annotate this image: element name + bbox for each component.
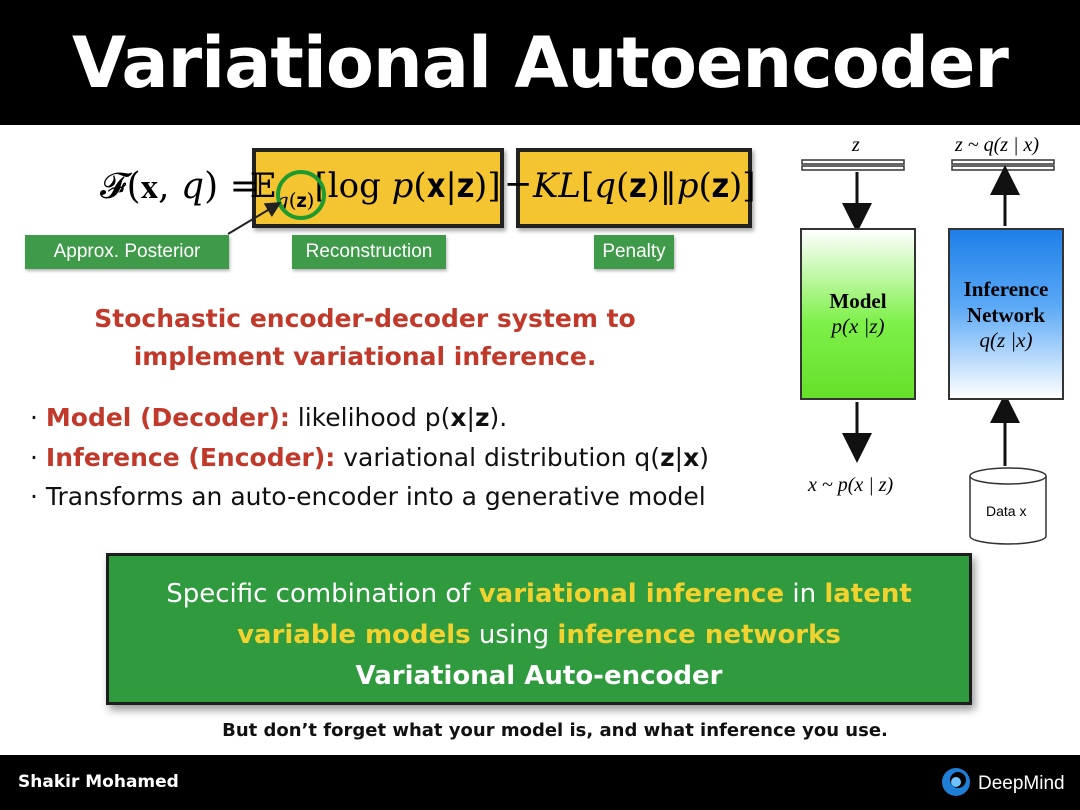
inference-expression: q(z |x) (979, 328, 1033, 352)
summary-highlight-variational-inference: variational inference (478, 579, 785, 609)
penalty-label: Penalty (594, 235, 674, 269)
model-title: Model (829, 289, 887, 313)
posterior-highlight-circle (276, 170, 326, 220)
bullet-inference: · Inference (Encoder): variational distr… (30, 443, 709, 472)
bullet-transforms: · Transforms an auto-encoder into a gene… (30, 482, 706, 511)
equation-lhs: 𝓕(𝐱, 𝑞) = (100, 166, 260, 208)
model-latent-bar (801, 159, 905, 171)
footer-bar (0, 755, 1080, 810)
expectation-symbol: 𝔼 (250, 166, 276, 206)
footnote: But don’t forget what your model is, and… (222, 720, 888, 741)
model-box: Model p(x |z) (800, 228, 916, 400)
summary-line-1: Specific combination of variational infe… (109, 574, 969, 656)
summary-highlight-inference-networks: inference networks (557, 620, 841, 650)
summary-text-1: Specific combination of (166, 579, 479, 609)
summary-text-3: using (470, 620, 558, 650)
bullet-model-var-z: z (474, 403, 490, 432)
subtitle-line-2: implement variational inference. (133, 342, 597, 371)
bullet-model-end: ). (489, 403, 508, 432)
bullet-inference-heading: Inference (Encoder): (45, 443, 336, 472)
bullet-model-text: likelihood p( (289, 403, 451, 432)
kl-penalty-term: 𝐾𝐿[𝑞(𝐳)‖𝑝(𝐳)] (533, 166, 756, 206)
bullet-inference-var-x: x (683, 443, 700, 472)
bullet-model-heading: Model (Decoder): (45, 403, 290, 432)
reconstruction-label: Reconstruction (292, 235, 446, 269)
bullet-transforms-text: Transforms an auto-encoder into a genera… (45, 482, 706, 511)
minus-sign: − (504, 164, 533, 204)
subtitle: Stochastic encoder-decoder system to imp… (40, 300, 690, 376)
author-name: Shakir Mohamed (18, 772, 179, 792)
inference-title-line-2: Network (966, 303, 1046, 327)
subtitle-line-1: Stochastic encoder-decoder system to (94, 304, 636, 333)
bullet-inference-bar: | (674, 443, 684, 472)
bullet-inference-end: ) (699, 443, 709, 472)
inference-network-box: Inference Network q(z |x) (948, 228, 1064, 400)
inference-top-label: z ~ q(z | x) (955, 134, 1040, 156)
bullet-model: · Model (Decoder): likelihood p(x|z). (30, 403, 508, 432)
model-expression: p(x |z) (831, 314, 885, 338)
summary-text-2: in (784, 579, 825, 609)
inference-latent-bar (951, 159, 1055, 171)
log-likelihood-term: [log 𝑝(𝐱|𝐳)] (314, 166, 501, 206)
bullet-inference-text: variational distribution q( (335, 443, 661, 472)
data-cylinder (969, 467, 1047, 545)
summary-line-3: Variational Auto-encoder (355, 661, 723, 691)
bullet-model-bar: | (466, 403, 475, 432)
summary-box: Specific combination of variational infe… (106, 553, 972, 705)
vae-diagram-connectors (801, 159, 1055, 545)
inference-title-line-1: Inference (963, 277, 1049, 301)
model-output-label: x ~ p(x | z) (808, 474, 894, 496)
slide-title: Variational Autoencoder (72, 21, 1009, 104)
bullet-model-var-x: x (450, 403, 467, 432)
summary-highlight-latent-variable-models: latent variable models (237, 579, 912, 650)
deepmind-logo-icon (942, 768, 970, 796)
free-energy-lhs: 𝓕(𝐱, 𝑞) = (100, 166, 260, 207)
model-top-label: z (852, 134, 860, 156)
data-label: Data x (986, 503, 1027, 519)
penalty-term-box (516, 148, 752, 228)
bullet-inference-var-z: z (660, 443, 675, 472)
approx-posterior-label: Approx. Posterior (25, 235, 229, 269)
title-bar: Variational Autoencoder (0, 0, 1080, 125)
brand-name: DeepMind (978, 773, 1065, 794)
posterior-pointer-arrow (227, 201, 282, 235)
